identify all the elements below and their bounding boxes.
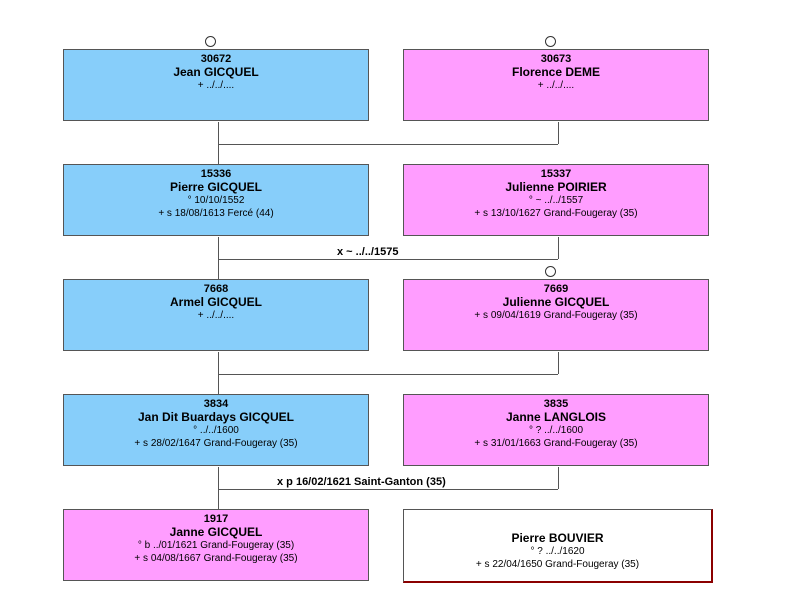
no-parents-circle-icon[interactable] xyxy=(545,36,556,47)
person-box-3834[interactable]: 3834 Jan Dit Buardays GICQUEL ° ../../16… xyxy=(63,394,369,466)
connector-line xyxy=(218,259,558,260)
connector-line xyxy=(558,467,559,489)
sosa-number: 15337 xyxy=(540,168,572,180)
birth-info: ° b ../01/1621 Grand-Fougeray (35) xyxy=(137,540,295,551)
person-name: Janne GICQUEL xyxy=(169,525,263,539)
person-name: Julienne GICQUEL xyxy=(502,295,610,309)
connector-line xyxy=(218,352,219,394)
birth-info: ° ~ ../../1557 xyxy=(528,195,584,206)
death-info: + s 13/10/1627 Grand-Fougeray (35) xyxy=(474,208,638,219)
person-name: Janne LANGLOIS xyxy=(505,410,606,424)
death-info: + ../../.... xyxy=(197,80,235,91)
birth-info: ° ? ../../1620 xyxy=(530,546,585,557)
connector-line xyxy=(218,489,558,490)
sosa-number: 3834 xyxy=(203,398,229,410)
connector-line xyxy=(218,122,219,164)
birth-info: ° 10/10/1552 xyxy=(187,195,245,206)
connector-line xyxy=(558,237,559,259)
death-info: + s 04/08/1667 Grand-Fougeray (35) xyxy=(134,553,298,564)
sosa-number: 30672 xyxy=(200,53,232,65)
sosa-number: 7669 xyxy=(543,283,569,295)
connector-line xyxy=(218,467,219,509)
death-info: + s 18/08/1613 Fercé (44) xyxy=(158,208,274,219)
connector-line xyxy=(558,122,559,144)
person-box-3835[interactable]: 3835 Janne LANGLOIS ° ? ../../1600 + s 3… xyxy=(403,394,709,466)
death-info: + s 31/01/1663 Grand-Fougeray (35) xyxy=(474,438,638,449)
sosa-number: 15336 xyxy=(200,168,232,180)
marriage-label: x p 16/02/1621 Saint-Ganton (35) xyxy=(277,476,446,488)
connector-line xyxy=(218,237,219,279)
person-name: Pierre BOUVIER xyxy=(511,531,604,545)
person-box-7668[interactable]: 7668 Armel GICQUEL + ../../.... xyxy=(63,279,369,351)
death-info: + ../../.... xyxy=(197,310,235,321)
sosa-number: 7668 xyxy=(203,283,229,295)
connector-line xyxy=(218,374,558,375)
person-box-15337[interactable]: 15337 Julienne POIRIER ° ~ ../../1557 + … xyxy=(403,164,709,236)
person-name: Pierre GICQUEL xyxy=(169,180,263,194)
person-box-spouse[interactable]: Pierre BOUVIER ° ? ../../1620 + s 22/04/… xyxy=(403,509,713,583)
birth-info: ° ? ../../1600 xyxy=(528,425,584,436)
connector-line xyxy=(218,144,558,145)
death-info: + s 09/04/1619 Grand-Fougeray (35) xyxy=(474,310,638,321)
person-name: Jan Dit Buardays GICQUEL xyxy=(137,410,295,424)
sosa-number: 30673 xyxy=(540,53,572,65)
person-box-30672[interactable]: 30672 Jean GICQUEL + ../../.... xyxy=(63,49,369,121)
person-name: Julienne POIRIER xyxy=(505,180,607,194)
person-box-7669[interactable]: 7669 Julienne GICQUEL + s 09/04/1619 Gra… xyxy=(403,279,709,351)
marriage-label: x ~ ../../1575 xyxy=(337,246,399,258)
death-info: + s 22/04/1650 Grand-Fougeray (35) xyxy=(475,559,640,570)
person-box-1917[interactable]: 1917 Janne GICQUEL ° b ../01/1621 Grand-… xyxy=(63,509,369,581)
sosa-number xyxy=(404,513,711,525)
birth-info: ° ../../1600 xyxy=(193,425,239,436)
sosa-number: 1917 xyxy=(203,513,229,525)
no-parents-circle-icon[interactable] xyxy=(545,266,556,277)
person-name: Jean GICQUEL xyxy=(173,65,259,79)
person-box-30673[interactable]: 30673 Florence DEME + ../../.... xyxy=(403,49,709,121)
person-name: Armel GICQUEL xyxy=(169,295,262,309)
no-parents-circle-icon[interactable] xyxy=(205,36,216,47)
sosa-number: 3835 xyxy=(543,398,569,410)
connector-line xyxy=(558,352,559,374)
person-box-15336[interactable]: 15336 Pierre GICQUEL ° 10/10/1552 + s 18… xyxy=(63,164,369,236)
person-name: Florence DEME xyxy=(511,65,601,79)
death-info: + ../../.... xyxy=(537,80,575,91)
death-info: + s 28/02/1647 Grand-Fougeray (35) xyxy=(134,438,298,449)
